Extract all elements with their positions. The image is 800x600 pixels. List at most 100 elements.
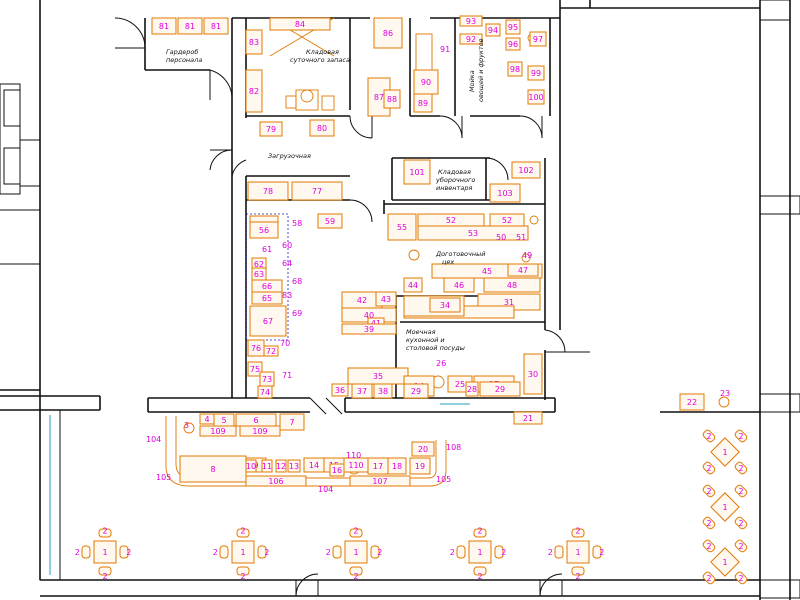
- equipment-item: 29: [479, 381, 521, 397]
- equipment-number: 23: [720, 389, 730, 398]
- chair-label: 2: [102, 526, 107, 535]
- equipment-number: 39: [364, 325, 374, 334]
- equipment-number: 80: [317, 124, 327, 133]
- chair: [81, 545, 91, 559]
- equipment-item: 81: [151, 17, 177, 35]
- equipment-outline: [529, 31, 547, 47]
- equipment-item: 99: [527, 65, 545, 81]
- equipment-number: 13: [289, 462, 299, 471]
- equipment-outline: [505, 19, 521, 35]
- equipment-number: 29: [495, 385, 505, 394]
- chair-label: 2: [102, 572, 107, 581]
- equipment-outline: [443, 277, 475, 293]
- room-daily-storage-line2: суточного запаса: [290, 56, 350, 64]
- equipment-number: 73: [262, 375, 272, 384]
- chair-label: 2: [501, 548, 506, 557]
- chair: [702, 484, 716, 498]
- chair: [236, 566, 250, 576]
- equipment-item: 55: [387, 213, 417, 241]
- chair-label: 2: [353, 526, 358, 535]
- chair: [702, 571, 716, 585]
- dining-table-set: 1 2 2 2 2: [75, 526, 132, 581]
- equipment-number: 44: [408, 281, 418, 290]
- equipment-number: 95: [508, 23, 518, 32]
- chair: [734, 571, 748, 585]
- equipment-outline: [245, 69, 263, 113]
- equipment-item: 6: [235, 413, 277, 427]
- equipment-outline: [279, 413, 305, 431]
- chair-label: 2: [738, 574, 743, 583]
- equipment-item: 17: [367, 457, 389, 475]
- equipment-item: 28: [465, 381, 479, 397]
- equipment-outline: [373, 383, 393, 399]
- room-staff-wardrobe-line1: Гардероб: [166, 48, 198, 56]
- equipment-item: 34: [429, 297, 461, 313]
- chair: [734, 429, 748, 443]
- chair-label: 2: [126, 548, 131, 557]
- equipment-outline: [505, 37, 521, 51]
- chair-label: 2: [213, 548, 218, 557]
- room-loading: Загрузочная: [268, 152, 311, 160]
- equipment-outline: [259, 121, 283, 137]
- equipment-number: 8: [210, 465, 215, 474]
- equipment-outline: [309, 119, 335, 137]
- chair-label: 2: [264, 548, 269, 557]
- equipment-number: 105: [156, 473, 171, 482]
- equipment-item: 75: [247, 361, 263, 377]
- equipment-outline: [257, 385, 273, 399]
- equipment-outline: [331, 383, 349, 397]
- chair: [734, 539, 748, 553]
- equipment-outline: [247, 181, 289, 201]
- equipment-outline: [527, 65, 545, 81]
- equipment-item: 79: [259, 121, 283, 137]
- chair-label: 2: [738, 487, 743, 496]
- table-label: 1: [102, 548, 107, 557]
- chair-label: 2: [353, 572, 358, 581]
- equipment-item: 97: [529, 31, 547, 47]
- equipment-outline: [507, 263, 539, 277]
- chair: [734, 516, 748, 530]
- equipment-item: 43: [375, 291, 397, 307]
- equipment-outline: [403, 383, 429, 399]
- equipment-number: 66: [262, 282, 272, 291]
- table-label: 1: [722, 448, 727, 457]
- equipment-number: 81: [211, 22, 221, 31]
- chair-label: 2: [706, 432, 711, 441]
- equipment-item: 39: [341, 323, 397, 335]
- equipment-number: 35: [373, 372, 383, 381]
- room-staff-wardrobe-line2: персонала: [166, 56, 202, 64]
- chair-label: 2: [240, 526, 245, 535]
- equipment-item: 12: [275, 459, 287, 473]
- table-label: 1: [240, 548, 245, 557]
- equipment-item: 4: [199, 413, 215, 425]
- equipment-number: 25: [455, 380, 465, 389]
- equipment-number: 77: [312, 187, 322, 196]
- equipment-number: 72: [266, 347, 276, 356]
- equipment-outline: [479, 381, 521, 397]
- equipment-item: 80: [309, 119, 335, 137]
- equipment-number: 91: [440, 45, 450, 54]
- chair: [119, 545, 129, 559]
- equipment-outline: [523, 353, 543, 395]
- equipment-number: 105: [436, 475, 451, 484]
- equipment-number: 36: [335, 386, 345, 395]
- equipment-number: 3: [184, 421, 189, 430]
- equipment-item: 102: [511, 161, 541, 179]
- chair-label: 2: [706, 487, 711, 496]
- chair-label: 2: [75, 548, 80, 557]
- chair-label: 2: [738, 519, 743, 528]
- equipment-number: 64: [282, 259, 292, 268]
- chair: [702, 461, 716, 475]
- equipment-item: 11: [261, 459, 273, 473]
- equipment-item: 22: [679, 393, 705, 411]
- equipment-outline: [341, 323, 397, 335]
- equipment-item: 92: [459, 33, 483, 45]
- equipment-number: 61: [262, 245, 272, 254]
- equipment-number: 97: [533, 35, 543, 44]
- chair-label: 2: [599, 548, 604, 557]
- equipment-item: 96: [505, 37, 521, 51]
- chair: [571, 528, 585, 538]
